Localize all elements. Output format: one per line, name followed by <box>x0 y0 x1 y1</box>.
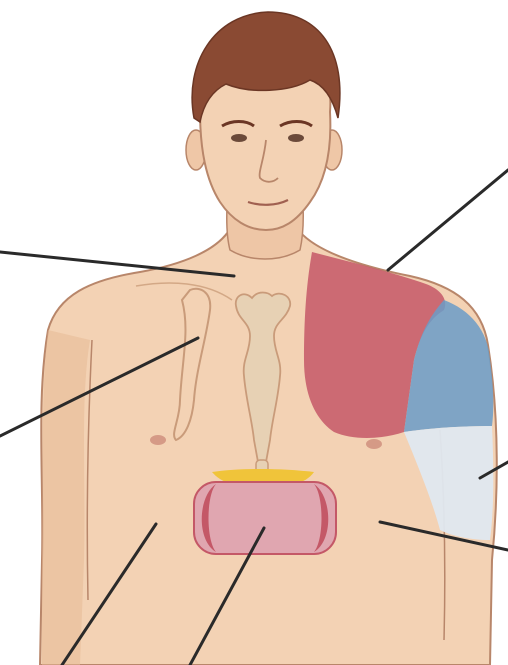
line-left-shoulder <box>388 170 508 270</box>
right-eye <box>231 134 247 142</box>
left-eye <box>288 134 304 142</box>
left-nipple <box>366 439 382 449</box>
epigastric-pain-zone <box>194 482 336 554</box>
right-nipple <box>150 435 166 445</box>
